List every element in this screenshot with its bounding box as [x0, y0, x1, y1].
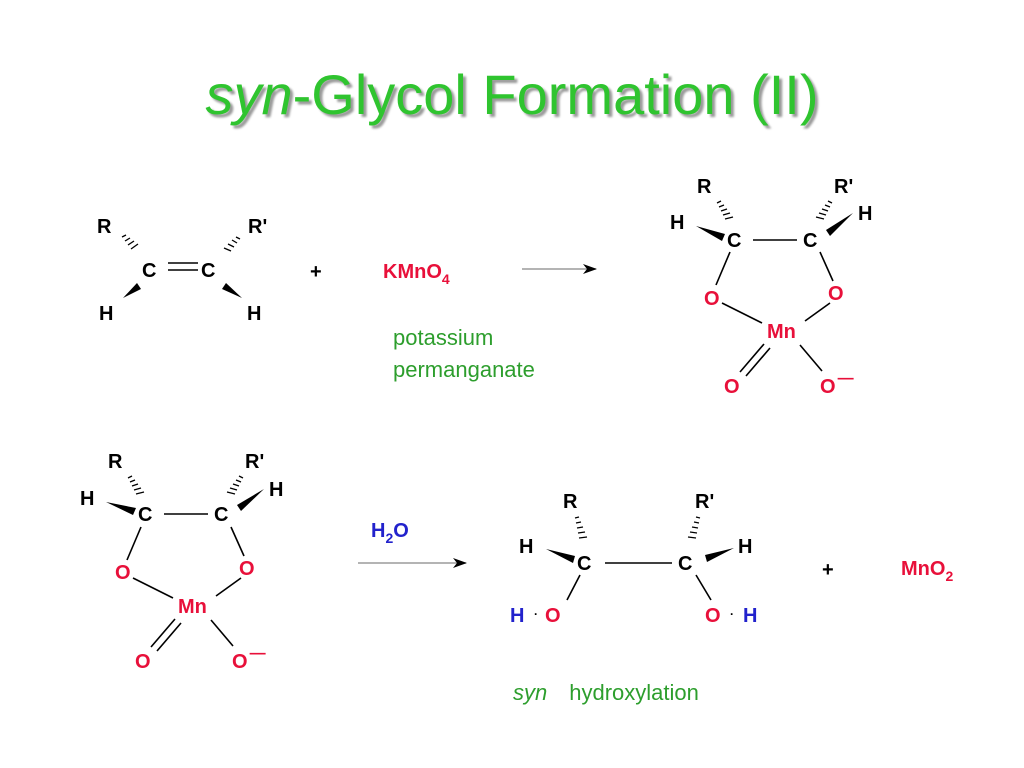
diol-o-right: O: [705, 605, 721, 627]
reagent-name-line1: potassium: [393, 325, 493, 350]
ester-o-minus: O—: [820, 370, 854, 398]
diol-c-left: C: [577, 553, 591, 575]
hashed-wedge-right: [223, 236, 241, 252]
ester-r-prime: R': [834, 176, 853, 198]
diol-wedge-left: [546, 549, 575, 563]
ester-o-left: O: [704, 288, 720, 310]
reagent-h2o: H2O: [371, 520, 409, 546]
c-o-bond-diol-right: [695, 574, 712, 601]
diol-hash-left: [574, 516, 588, 539]
diol-r: R: [563, 491, 578, 513]
c-o-bond-left-2: [126, 526, 142, 561]
c-o-bond-right: [819, 251, 834, 282]
ester-c-right: C: [803, 230, 817, 252]
ester-h-left: H: [670, 212, 684, 234]
reagent-name-line2: permanganate: [393, 357, 535, 382]
alkene-h-left: H: [99, 303, 113, 325]
mn-o-double-2-2: [156, 622, 182, 652]
alkene-reactant: R R' C C H H: [97, 216, 267, 325]
diol-h-right: H: [738, 536, 752, 558]
mn-o-minus-bond-2: [210, 619, 234, 647]
ester2-wedge-left: [106, 502, 136, 515]
ester2-c-left: C: [138, 504, 152, 526]
hashed-wedge-left: [121, 234, 139, 250]
diol-wedge-right: [705, 548, 734, 562]
o-mn-bond-right: [804, 302, 831, 322]
alkene-r: R: [97, 216, 112, 238]
ester2-r-prime: R': [245, 451, 264, 473]
byproduct-mno2: MnO2: [901, 558, 953, 584]
mn-o-double-1-2: [150, 618, 176, 648]
c-o-bond-diol-left: [566, 574, 581, 601]
diol-h-left: H: [519, 536, 533, 558]
ester2-o-left: O: [115, 562, 131, 584]
ester2-mn: Mn: [178, 596, 207, 618]
diol-dot-left: ·: [534, 607, 538, 621]
plus-2: +: [822, 559, 834, 581]
ester-o-right: O: [828, 283, 844, 305]
ester-o-double: O: [724, 376, 740, 398]
ester-wedge-left: [696, 226, 725, 241]
alkene-r-prime: R': [248, 216, 267, 238]
manganate-ester-reactant: R R' H H C C O O Mn O O—: [80, 451, 283, 673]
ester-r: R: [697, 176, 712, 198]
mn-o-double-2: [745, 347, 771, 377]
mn-o-double-1: [739, 343, 765, 373]
ester-h-right: H: [858, 203, 872, 225]
solid-wedge-right: [222, 283, 242, 298]
c-o-bond-right-2: [230, 526, 245, 557]
diol-r-prime: R': [695, 491, 714, 513]
plus-1: +: [310, 261, 322, 283]
ester2-hash-right: [226, 475, 244, 495]
syn-diol-product: R R' H H C C H · O O · H: [510, 491, 757, 627]
diol-h-oh-right: H: [743, 605, 757, 627]
solid-wedge-left: [123, 283, 141, 298]
ester-hash-right: [815, 200, 833, 220]
ester2-hash-left: [127, 475, 145, 495]
ester-wedge-right: [826, 213, 853, 236]
ester2-o-right: O: [239, 558, 255, 580]
alkene-c-left: C: [142, 260, 156, 282]
manganate-ester-product: R R' H H C C O O Mn O O—: [670, 176, 872, 398]
page-title: syn-Glycol Formation (II): [0, 62, 1024, 127]
ester2-h-right: H: [269, 479, 283, 501]
ester2-h-left: H: [80, 488, 94, 510]
diol-hash-right: [687, 516, 701, 539]
diol-o-left: O: [545, 605, 561, 627]
c-o-bond-left: [715, 251, 731, 286]
alkene-c-right: C: [201, 260, 215, 282]
ester2-o-double: O: [135, 651, 151, 673]
ester-c-left: C: [727, 230, 741, 252]
ester2-wedge-right: [237, 489, 264, 511]
mn-o-minus-bond: [799, 344, 823, 372]
ester-hash-left: [716, 200, 734, 220]
title-rest: -Glycol Formation (II): [292, 63, 819, 126]
ester2-r: R: [108, 451, 123, 473]
diol-dot-right: ·: [730, 607, 734, 621]
reagent-kmno4: KMnO4: [383, 261, 450, 287]
diol-h-oh-left: H: [510, 605, 524, 627]
ester2-o-minus: O—: [232, 645, 266, 673]
o-mn-bond-left-2: [132, 577, 174, 599]
ester-mn: Mn: [767, 321, 796, 343]
diol-c-right: C: [678, 553, 692, 575]
o-mn-bond-right-2: [215, 577, 242, 597]
ester2-c-right: C: [214, 504, 228, 526]
alkene-h-right: H: [247, 303, 261, 325]
o-mn-bond-left: [721, 302, 763, 324]
title-italic: syn: [205, 63, 293, 126]
